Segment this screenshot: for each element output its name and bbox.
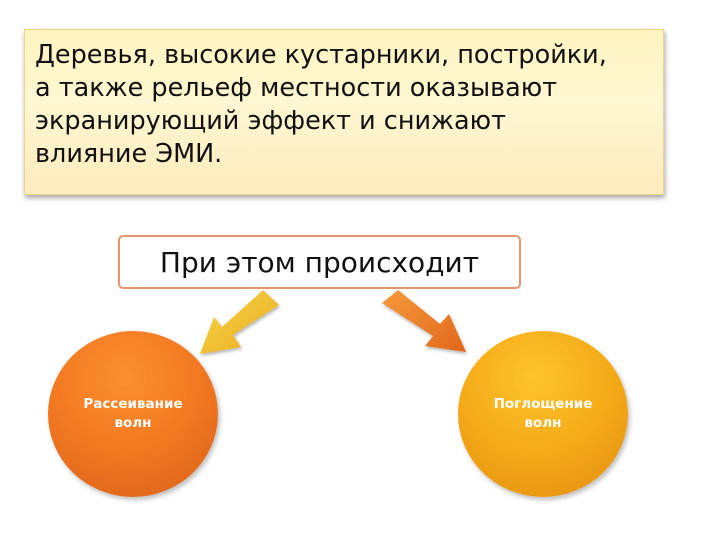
consequence-label: При этом происходит <box>159 246 480 279</box>
statement-line-3: экранирующий эффект и снижают <box>35 106 506 136</box>
statement-line-1: Деревья, высокие кустарники, постройки, <box>35 40 607 70</box>
statement-box: Деревья, высокие кустарники, постройки, … <box>24 29 664 195</box>
absorption-label: Поглощение волн <box>493 396 593 431</box>
consequence-box: При этом происходит <box>118 235 521 289</box>
statement-line-2: а также рельеф местности оказывают <box>35 73 558 103</box>
scattering-circle: Рассеивание волн <box>48 331 218 497</box>
arrow-down-right <box>382 290 466 352</box>
statement-line-4: влияние ЭМИ. <box>35 139 223 169</box>
arrow-down-left <box>200 290 279 354</box>
absorption-circle: Поглощение волн <box>458 331 628 497</box>
scattering-label: Рассеивание волн <box>83 396 183 431</box>
